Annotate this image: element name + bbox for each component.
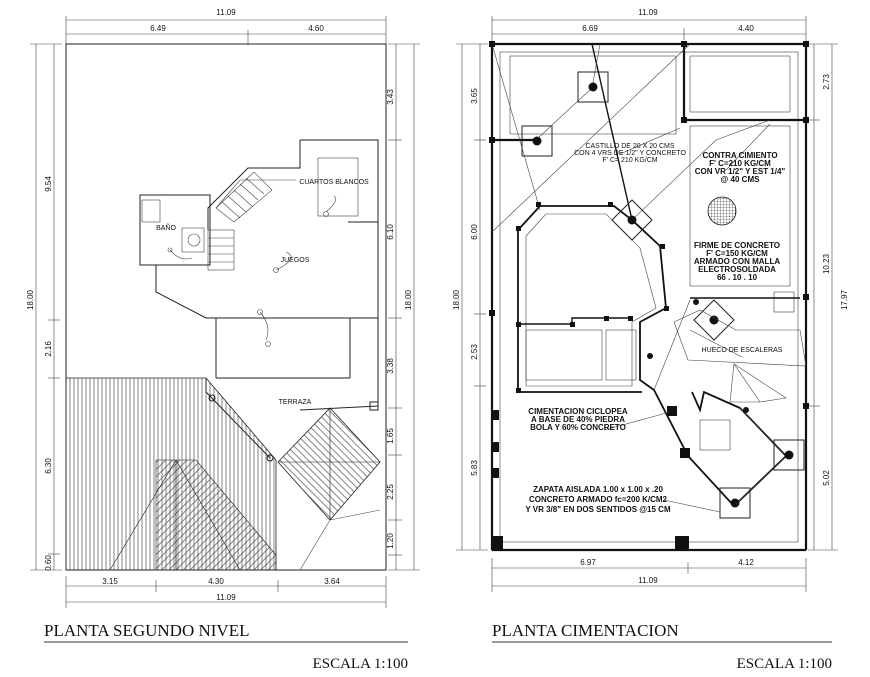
dimensions-left	[30, 43, 62, 571]
dim-right-c: 5.02	[822, 470, 831, 486]
dim-right-f: 1.20	[386, 533, 395, 549]
mesh-symbol	[707, 196, 737, 226]
dim-bottom-b: 4.30	[208, 577, 224, 586]
annotation-castillo: CASTILLO DE 20 X 20 CMS CON 4 VRS DE 1/2…	[574, 143, 686, 164]
note-castillo-1: CASTILLO DE 20 X 20 CMS	[585, 143, 674, 150]
stair-lower	[207, 229, 235, 271]
plan-scale-segundo-nivel: ESCALA 1:100	[313, 656, 408, 672]
dim-left-a: 9.54	[44, 176, 53, 192]
note-contra-4: @ 40 CMS	[721, 175, 761, 184]
dim-left-b: 6.00	[470, 224, 479, 240]
note-castillo-2: CON 4 VRS DE 1/2" Y CONCRETO	[574, 150, 686, 157]
note-firme-5: 66 . 10 . 10	[717, 273, 758, 282]
plan-title-segundo-nivel: PLANTA SEGUNDO NIVEL	[44, 621, 249, 640]
dim-top-a: 6.69	[582, 24, 598, 33]
dim-bottom-c: 3.64	[324, 577, 340, 586]
note-castillo-3: F' C= 210 KG/CM	[602, 157, 657, 164]
leader-lines	[603, 123, 771, 513]
dim-left-a: 3.65	[470, 88, 479, 104]
note-cim-3: BOLA Y 60% CONCRETO	[530, 423, 626, 432]
dim-left-c: 2.53	[470, 344, 479, 360]
dim-bottom-total: 11.09	[638, 576, 658, 585]
toilet	[141, 199, 161, 223]
dimensions-top	[491, 16, 807, 44]
note-zap-2: CONCRETO ARMADO fc=200 K/CM2	[529, 495, 668, 504]
closet-box	[317, 157, 359, 217]
dim-top-a: 6.49	[150, 24, 166, 33]
plan-scale-cimentacion: ESCALA 1:100	[737, 656, 832, 672]
bathroom-walls	[139, 194, 211, 266]
dimensions-left	[456, 43, 488, 551]
room-label-juegos: JUEGOS	[281, 257, 310, 264]
dim-bottom-total: 11.09	[216, 593, 236, 602]
plan-title-cimentacion: PLANTA CIMENTACION	[492, 621, 679, 640]
note-zap-3: Y VR 3/8" EN DOS SENTIDOS @15 CM	[525, 505, 671, 514]
dim-left-total: 18.00	[452, 289, 461, 310]
dimensions-right	[388, 43, 420, 571]
dim-right-b: 10.23	[822, 253, 831, 274]
isolated-footings	[521, 71, 805, 519]
note-contra-3: CON VR 1/2" Y EST 1/4"	[695, 167, 786, 176]
electrical-symbols	[167, 195, 337, 347]
room-label-bano: BAÑO	[156, 223, 176, 232]
room-label-terraza: TERRAZA	[279, 399, 312, 406]
dim-right-a: 3.43	[386, 89, 395, 105]
roof-small	[277, 407, 381, 571]
dim-right-b: 6.10	[386, 224, 395, 240]
dimensions-right	[808, 43, 838, 551]
dim-left-total: 18.00	[26, 289, 35, 310]
dim-left-b: 2.16	[44, 341, 53, 357]
dim-right-c: 3.38	[386, 358, 395, 374]
dim-top-b: 4.60	[308, 24, 324, 33]
dim-bottom-b: 4.12	[738, 558, 754, 567]
note-contra-2: F' C=210 KG/CM	[709, 159, 771, 168]
columns	[489, 41, 809, 550]
dim-bottom-a: 6.97	[580, 558, 596, 567]
plan-segundo-nivel: 11.09 6.49 4.60 18.00 9.54 2.16 6.30 0.6…	[26, 8, 420, 672]
dimensions-top	[65, 16, 387, 46]
annotation-zapata: ZAPATA AISLADA 1.00 x 1.00 x .20 CONCRET…	[525, 485, 671, 514]
grade-beams	[490, 42, 808, 552]
dimensions-bottom	[491, 558, 807, 592]
dim-right-a: 2.73	[822, 74, 831, 90]
note-firme-4: ELECTROSOLDADA	[698, 265, 776, 274]
annotation-cimentacion: CIMENTACION CICLOPEA A BASE DE 40% PIEDR…	[528, 407, 628, 432]
footing-cells	[509, 55, 795, 451]
room-label-cuartos: CUARTOS BLANCOS	[299, 179, 369, 186]
note-contra-1: CONTRA CIMIENTO	[702, 151, 777, 160]
note-zap-1: ZAPATA AISLADA 1.00 x 1.00 x .20	[533, 485, 663, 494]
dim-left-d: 0.60	[44, 555, 53, 571]
note-cim-2: A BASE DE 40% PIEDRA	[531, 415, 625, 424]
shower	[181, 227, 205, 253]
dim-top-total: 11.09	[638, 8, 658, 17]
note-hueco-escaleras: HUECO DE ESCALERAS	[702, 347, 783, 354]
note-firme-3: ARMADO CON MALLA	[694, 257, 780, 266]
stair-hole	[673, 309, 807, 403]
annotation-contra-cimiento: CONTRA CIMIENTO F' C=210 KG/CM CON VR 1/…	[695, 151, 786, 184]
note-firme-2: F' C=150 KG/CM	[706, 249, 768, 258]
dim-right-total: 18.00	[404, 289, 413, 310]
dimensions-bottom	[65, 576, 387, 608]
plan-cimentacion: 11.09 6.69 4.40 3.65 6.00 18.00 2.53 5.8…	[452, 8, 849, 672]
note-firme-1: FIRME DE CONCRETO	[694, 241, 780, 250]
annotation-firme: FIRME DE CONCRETO F' C=150 KG/CM ARMADO …	[694, 241, 780, 282]
dim-top-total: 11.09	[216, 8, 236, 17]
dim-right-total: 17.97	[840, 289, 849, 310]
stair-upper	[215, 171, 273, 223]
dim-top-b: 4.40	[738, 24, 754, 33]
dim-left-d: 5.83	[470, 460, 479, 476]
dim-right-d: 1.65	[386, 428, 395, 444]
dim-left-c: 6.30	[44, 458, 53, 474]
roof-main	[65, 377, 277, 571]
note-cim-1: CIMENTACION CICLOPEA	[528, 407, 628, 416]
dim-right-e: 2.25	[386, 484, 395, 500]
dim-bottom-a: 3.15	[102, 577, 118, 586]
walls-segundo-nivel	[139, 139, 379, 462]
